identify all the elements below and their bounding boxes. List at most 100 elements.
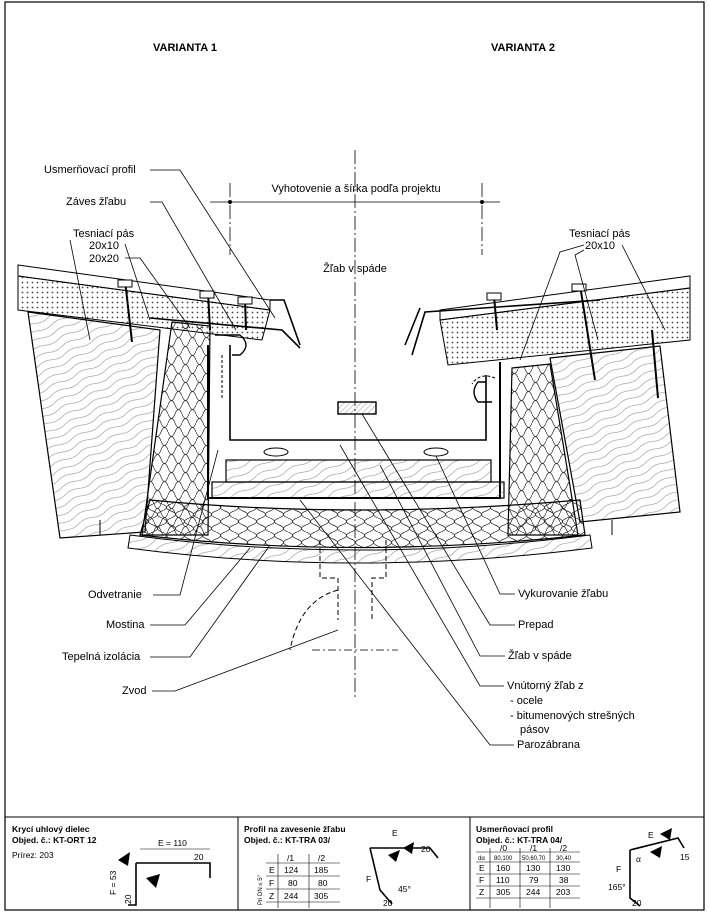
label-zlab-v-spade-right: Žľab v spáde — [508, 649, 572, 662]
label-vykurovanie-zlabu: Vykurovanie žľabu — [518, 588, 608, 600]
panel3-s1: 80,100 — [494, 856, 513, 862]
panel1-dim-20-bottom: 20 — [123, 894, 133, 904]
label-odvetranie: Odvetranie — [88, 589, 142, 601]
panel3-mark-a — [650, 846, 662, 858]
panel1-prirez: Prírez: 203 — [12, 850, 54, 860]
label-20x10-right: 20x10 — [585, 240, 615, 252]
panel3-dim-20: 20 — [632, 898, 642, 908]
panel2-angle: 45° — [398, 884, 411, 894]
downpipe-right — [371, 540, 387, 620]
right-bolt-2 — [493, 295, 498, 331]
label-tesniaci-pas-right: Tesniací pás — [569, 228, 631, 240]
label-zaves-zlabu: Záves žľabu — [66, 196, 126, 208]
gutter-board-lower — [211, 481, 505, 499]
panel1-profile-side — [128, 863, 137, 906]
label-tesniaci-pas-left: Tesniací pás — [73, 228, 135, 240]
panel3-s2: 50,60,70 — [522, 856, 546, 862]
panel3-dim-15: 15 — [680, 852, 690, 862]
panel1-dim-20-top: 20 — [194, 852, 204, 862]
right-bolt-2-head — [486, 292, 502, 301]
panel2-mark-a — [388, 850, 400, 862]
panel3-r0-c0: E — [479, 863, 485, 873]
panel3-r1-c0: F — [479, 875, 484, 885]
panel2-profile-side — [369, 847, 393, 905]
panel2-r1-c2: 80 — [318, 878, 328, 888]
panel1-title: Krycí uhlový dielec — [12, 824, 90, 834]
left-flashing-profile — [149, 317, 301, 349]
panel3-h3: /2 — [560, 843, 567, 853]
panel2-side-label: Pri DN ≤ 5° — [258, 874, 264, 905]
left-bolt-1-head — [117, 279, 133, 288]
panel3-r1-c3: 38 — [559, 875, 569, 885]
label-tepelna-izolacia: Tepelná izolácia — [62, 651, 141, 663]
panel3-r2-c3: 203 — [556, 887, 570, 897]
downpipe-bend — [289, 589, 339, 651]
leader-tesniaci-pas-left-1 — [69, 239, 91, 341]
panel1-objed: Objed. č.: KT-ORT 12 — [12, 835, 97, 845]
panel2-objed: Objed. č.: KT-TRA 03/ — [244, 835, 331, 845]
right-gutter-hook — [473, 381, 492, 403]
panel1-dim-f: F = 53 — [108, 870, 118, 895]
leader-vnutorny-zlab — [339, 444, 504, 687]
label-zvod: Zvod — [122, 685, 146, 697]
leader-mostina — [150, 547, 251, 626]
downpipe-left — [319, 540, 339, 620]
panel3-r2-c0: Z — [479, 887, 484, 897]
leader-odvetranie — [153, 449, 219, 596]
panel1-mark-a — [118, 852, 130, 866]
panel2-table: /1 /2 E 124 185 F 80 80 Z 244 305 — [266, 853, 340, 908]
panel3-profile-top — [629, 837, 685, 851]
panel3-r0-c3: 130 — [556, 863, 570, 873]
variant-2-title: VARIANTA 2 — [491, 42, 555, 54]
label-bitumen-2: pásov — [520, 724, 550, 736]
leader-prepad — [361, 413, 515, 626]
panel3-dim-f: F — [616, 864, 621, 874]
label-zlab-center: Žľab v spáde — [323, 262, 387, 275]
gutter-board-upper — [225, 459, 492, 483]
panel2-mark-b — [403, 842, 414, 854]
right-bolt-1-head — [571, 283, 587, 292]
gutter-inner-liner — [229, 345, 487, 441]
leader-zlab-v-spade — [379, 464, 505, 657]
panel2-dim-f: F — [366, 874, 371, 884]
heating-cable-1 — [263, 447, 289, 457]
panel2-r2-c1: 244 — [284, 891, 298, 901]
left-gutter-hook — [215, 334, 247, 356]
sheet-border — [4, 1, 705, 911]
label-parozabrana: Parozábrana — [517, 739, 581, 751]
panel3-s0: dα — [478, 856, 485, 862]
panel1-profile-top — [136, 862, 211, 878]
right-wood-beam — [549, 345, 681, 523]
dim-dot-right — [480, 200, 484, 204]
panel3-r1-c1: 110 — [496, 875, 510, 885]
label-bitumen-1: - bitumenových strešných — [510, 710, 635, 722]
panel2-r0-c0: E — [269, 865, 275, 875]
leader-parozabrana — [299, 499, 514, 746]
panel3-h1: /0 — [500, 843, 507, 853]
right-flashing-profile — [411, 299, 601, 356]
left-bolt-3 — [244, 299, 247, 331]
panel3-objed: Objed. č.: KT-TRA 04/ — [476, 835, 563, 845]
panel3-angle: 165° — [608, 882, 626, 892]
panel1-mark-b — [146, 874, 160, 888]
panel2-title: Profil na zavesenie žľabu — [244, 824, 346, 834]
left-wood-beam — [27, 311, 161, 539]
leader-tepelna-izolacia — [150, 544, 271, 658]
panel2-profile-top — [370, 847, 439, 859]
panel2-h1: /1 — [287, 853, 294, 863]
panel2-r0-c1: 124 — [284, 865, 298, 875]
panel2-r2-c0: Z — [269, 891, 274, 901]
label-prepad: Prepad — [518, 619, 553, 631]
panel1-dim-e: E = 110 — [158, 838, 187, 848]
panel-krycí-uhlovy-dielec: Krycí uhlový dielec Objed. č.: KT-ORT 12… — [12, 824, 211, 906]
panel3-r0-c2: 130 — [526, 863, 540, 873]
right-flashing-edge — [404, 307, 421, 346]
panel2-r0-c2: 185 — [314, 865, 328, 875]
leader-usmernovaci-profil — [150, 169, 276, 319]
panel2-dim-20b: 20 — [383, 898, 393, 908]
leader-zaves-zlabu — [150, 201, 237, 331]
leader-tesniaci-pas-right-3 — [621, 244, 666, 331]
label-ocele: - ocele — [510, 695, 543, 707]
dim-dot-left — [228, 200, 232, 204]
